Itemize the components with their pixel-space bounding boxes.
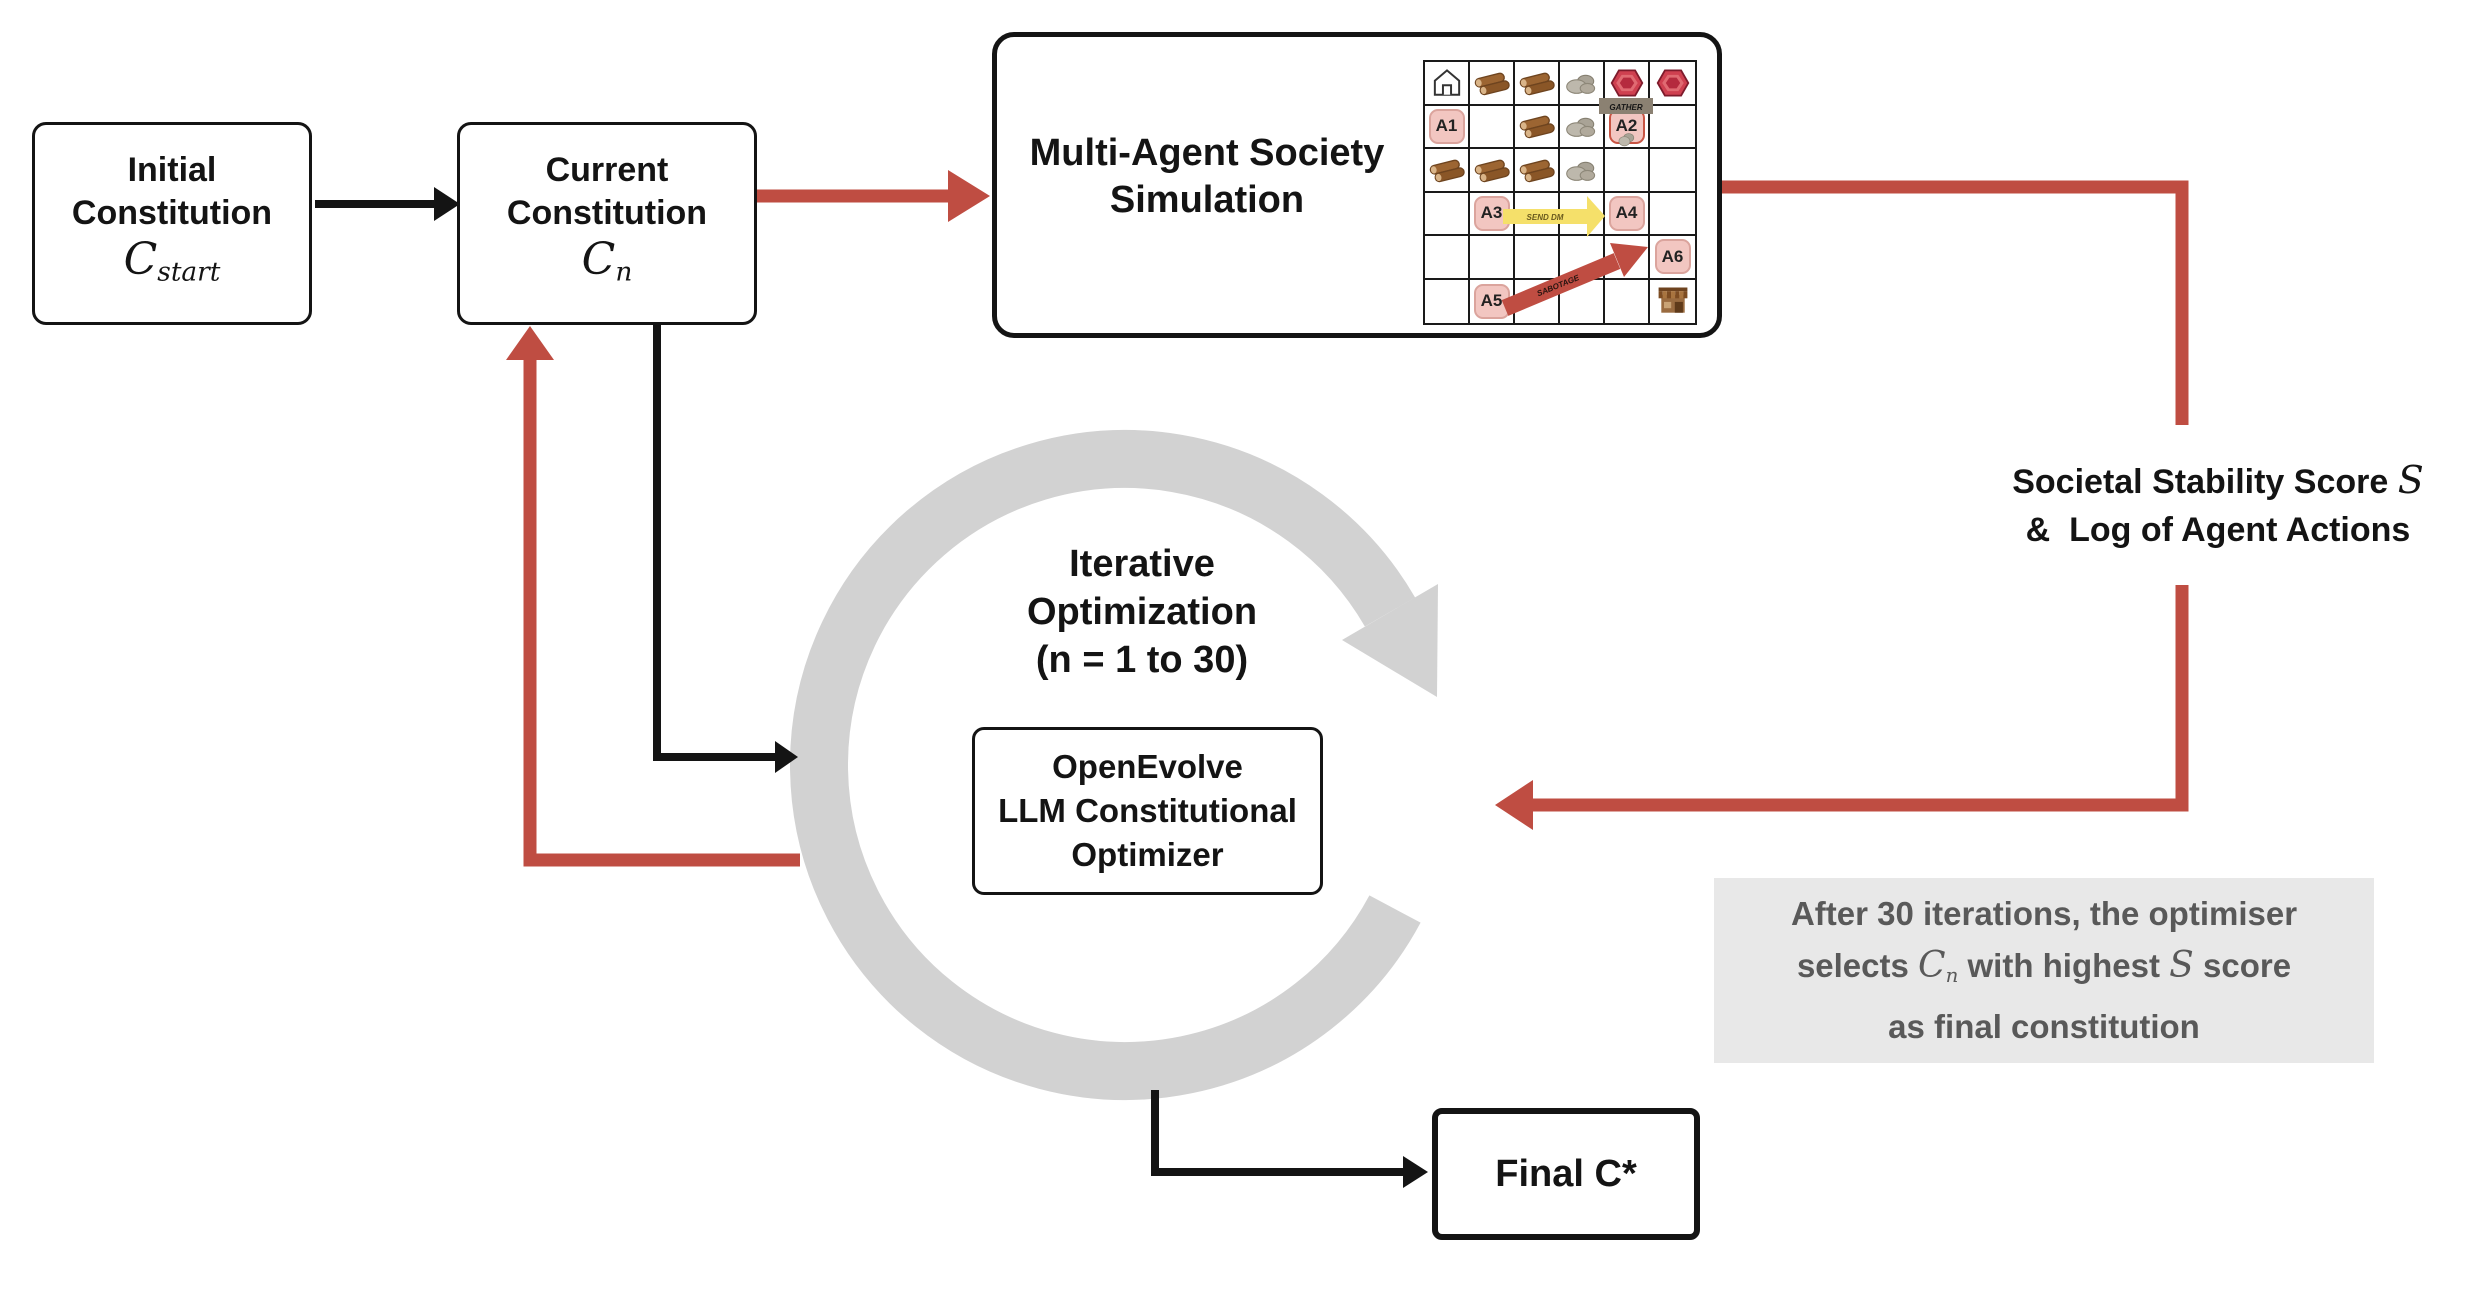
arrowhead-initial-to-current-icon xyxy=(434,187,460,221)
grid-cell-stone xyxy=(1560,105,1605,149)
grid-cell-gem xyxy=(1605,62,1650,106)
grid-cell-empty xyxy=(1515,279,1560,323)
grid-cell-agent: A6 xyxy=(1650,236,1695,280)
wood-icon xyxy=(1474,159,1510,182)
grid-cell-house xyxy=(1425,62,1470,106)
grid-cell-empty xyxy=(1470,236,1515,280)
feedback-path-bottom xyxy=(1533,585,2189,812)
grid-cell-store xyxy=(1650,280,1695,324)
house-icon xyxy=(1433,68,1460,96)
agent-a6: A6 xyxy=(1654,239,1691,275)
grid-cell-agent: A5 xyxy=(1470,279,1515,323)
arrow-loop-to-final xyxy=(1151,1090,1403,1176)
grid-cell-empty xyxy=(1605,236,1650,280)
final-constitution-box: Final C* xyxy=(1432,1108,1700,1240)
current-constitution-line1: Current xyxy=(545,151,669,190)
grid-cell-empty xyxy=(1515,236,1560,280)
arrowhead-current-to-optimizer-icon xyxy=(775,741,798,773)
grid-cell-empty xyxy=(1560,192,1605,236)
agent-a4: A4 xyxy=(1608,195,1645,231)
initial-constitution-box: Initial Constitution Cstart xyxy=(32,122,312,325)
simulation-title: Multi-Agent Society Simulation xyxy=(1029,132,1385,221)
societal-stability-score-label: Societal Stability Score S & Log of Agen… xyxy=(2012,458,2424,549)
grid-cell-empty xyxy=(1425,236,1470,280)
grid-cell-wood xyxy=(1425,149,1470,193)
iterative-optimization-label: Iterative Optimization (n = 1 to 30) xyxy=(1026,543,1258,681)
arrowhead-feedback-to-optimizer-icon xyxy=(1495,780,1533,830)
grid-cell-empty xyxy=(1515,192,1560,236)
carried-stone xyxy=(1615,131,1639,148)
stone-icon xyxy=(1565,118,1595,138)
grid-cell-wood xyxy=(1470,149,1515,193)
after-iterations-note: After 30 iterations, the optimiser selec… xyxy=(1714,878,2374,1063)
grid-cell-agent: A2 xyxy=(1605,105,1650,149)
grid-cell-gem xyxy=(1650,62,1695,106)
wood-icon xyxy=(1519,159,1555,182)
grid-cell-empty xyxy=(1650,106,1695,149)
iteration-cycle-arrowhead-icon xyxy=(1342,584,1438,697)
grid-cell-stone xyxy=(1560,149,1605,193)
store-icon xyxy=(1658,287,1687,313)
wood-icon xyxy=(1519,115,1555,139)
grid-cell-agent: A4 xyxy=(1605,192,1650,236)
grid-cell-wood xyxy=(1515,105,1560,149)
grid-cell-wood xyxy=(1515,62,1560,106)
arrowhead-loop-to-final-icon xyxy=(1403,1156,1428,1188)
agent-a3: A3 xyxy=(1473,195,1510,231)
grid-cell-agent: A3 xyxy=(1470,192,1515,236)
initial-constitution-line2: Constitution xyxy=(71,194,273,233)
grid-cell-wood xyxy=(1515,149,1560,193)
grid-cell-agent: A1 xyxy=(1425,105,1470,149)
arrowhead-current-to-simulation-icon xyxy=(948,170,990,222)
arrowhead-optimizer-to-current-icon xyxy=(506,326,554,360)
iteration-cycle-ring xyxy=(790,430,1421,1100)
grid-cell-stone xyxy=(1560,62,1605,106)
grid-cell-empty xyxy=(1470,105,1515,149)
grid-cell-wood xyxy=(1470,62,1515,106)
agent-a2: A2 xyxy=(1608,108,1645,146)
arrow-optimizer-to-current xyxy=(523,360,800,867)
grid-cell-empty xyxy=(1425,279,1470,323)
grid-cell-empty xyxy=(1560,279,1605,323)
grid-cell-empty xyxy=(1605,149,1650,193)
initial-constitution-symbol: Cstart xyxy=(123,234,221,288)
arrow-current-to-optimizer xyxy=(653,325,775,761)
feedback-path-top xyxy=(1722,180,2189,425)
gem-icon xyxy=(1656,69,1689,97)
stone-icon xyxy=(1565,161,1595,181)
openevolve-optimizer-box: OpenEvolve LLM Constitutional Optimizer xyxy=(972,727,1323,895)
current-constitution-box: Current Constitution Cn xyxy=(457,122,757,325)
agent-a5: A5 xyxy=(1473,283,1510,319)
initial-constitution-line1: Initial xyxy=(127,151,217,190)
gem-icon xyxy=(1610,69,1643,97)
grid-cell-empty xyxy=(1560,236,1605,280)
grid-cell-empty xyxy=(1425,192,1470,236)
current-constitution-symbol: Cn xyxy=(581,234,633,288)
agent-a1: A1 xyxy=(1428,108,1465,144)
grid-cell-empty xyxy=(1605,279,1650,323)
wood-icon xyxy=(1474,72,1510,95)
wood-icon xyxy=(1519,72,1555,95)
wood-icon xyxy=(1429,159,1465,182)
grid-cell-empty xyxy=(1650,193,1695,236)
stone-icon xyxy=(1565,74,1595,94)
grid-cell-empty xyxy=(1650,149,1695,193)
current-constitution-line2: Constitution xyxy=(506,194,708,233)
stone-icon xyxy=(1618,132,1634,146)
